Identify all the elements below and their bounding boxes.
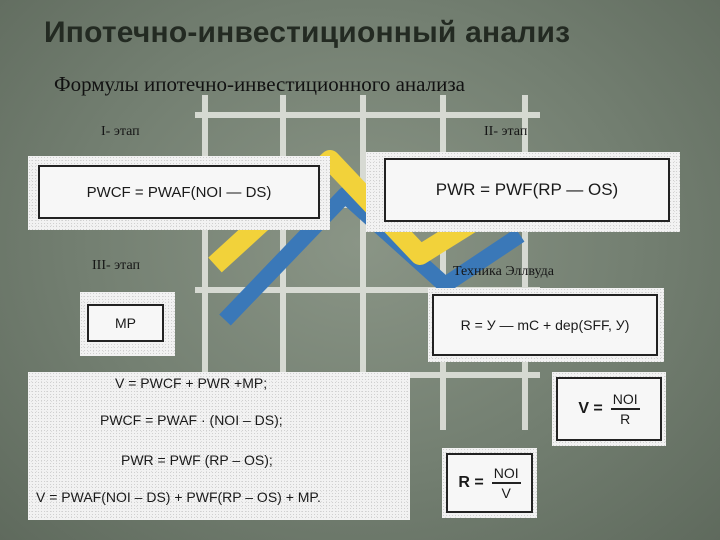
slide-title: Ипотечно-инвестиционный анализ bbox=[44, 16, 571, 49]
summary-formulas-image: V = PWCF + PWR +MP; PWCF = PWAF · (NOI –… bbox=[28, 372, 410, 520]
r-fraction-denominator: V bbox=[501, 485, 511, 501]
v-fraction-numerator: NOI bbox=[610, 391, 640, 410]
ellwood-r-formula: R = У — mC + dep(SFF, У) bbox=[432, 294, 658, 356]
v-fraction-lhs: V = bbox=[578, 400, 603, 417]
v-fraction: NOI R bbox=[610, 391, 640, 427]
stage-3-formula: MP bbox=[87, 304, 164, 342]
stage-1-label: I- этап bbox=[101, 124, 140, 139]
r-fraction-lhs: R = bbox=[458, 474, 484, 491]
stage-1-formula-image: PWCF = PWAF(NOI — DS) bbox=[28, 156, 330, 230]
r-fraction-formula: R = NOI V bbox=[446, 453, 533, 513]
summary-formula-line-1: V = PWCF + PWR +MP; bbox=[115, 375, 268, 391]
v-fraction-formula: V = NOI R bbox=[556, 377, 662, 441]
stage-3-formula-image: MP bbox=[80, 292, 175, 356]
stage-2-formula-image: PWR = PWF(RP — OS) bbox=[366, 152, 680, 232]
ellwood-technique-label: Техника Эллвуда bbox=[453, 264, 554, 279]
ellwood-r-formula-image: R = У — mC + dep(SFF, У) bbox=[428, 288, 664, 362]
stage-2-label: II- этап bbox=[484, 124, 528, 139]
r-fraction: NOI V bbox=[491, 465, 521, 501]
v-fraction-formula-image: V = NOI R bbox=[552, 372, 666, 446]
r-fraction-formula-image: R = NOI V bbox=[442, 448, 537, 518]
stage-1-formula: PWCF = PWAF(NOI — DS) bbox=[38, 165, 320, 219]
summary-formula-line-2: PWCF = PWAF · (NOI – DS); bbox=[100, 412, 283, 428]
stage-3-label: III- этап bbox=[92, 258, 140, 273]
stage-2-formula: PWR = PWF(RP — OS) bbox=[384, 158, 670, 222]
slide-subtitle: Формулы ипотечно-инвестиционного анализа bbox=[54, 72, 465, 96]
v-fraction-denominator: R bbox=[620, 411, 631, 427]
summary-formula-line-4: V = PWAF(NOI – DS) + PWF(RP – OS) + MP. bbox=[36, 489, 321, 505]
summary-formula-line-3: PWR = PWF (RP – OS); bbox=[121, 452, 273, 468]
r-fraction-numerator: NOI bbox=[491, 465, 521, 484]
